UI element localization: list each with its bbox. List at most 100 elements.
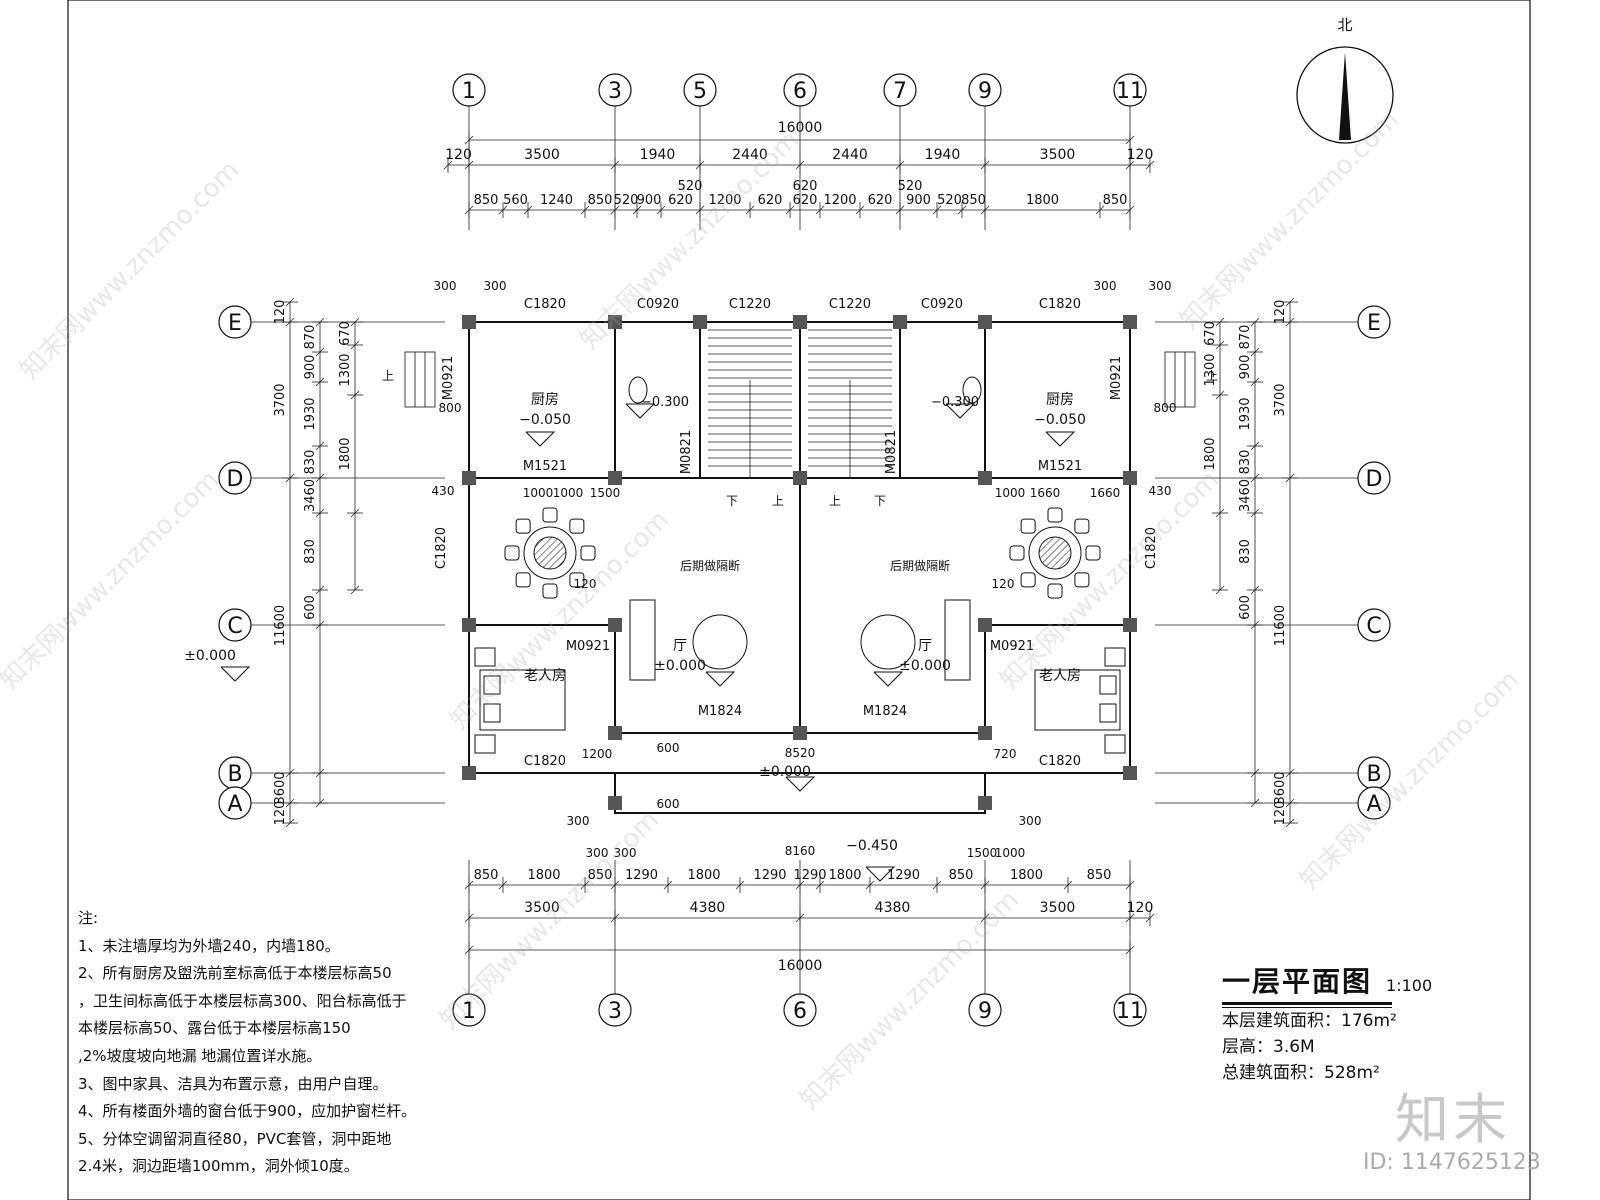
dimension-label: 2440 [832, 147, 868, 163]
dimension-label: 1800 [1010, 868, 1043, 883]
dimension-label: 300 [434, 279, 457, 293]
column [462, 618, 476, 632]
window-label: C1820 [1144, 527, 1159, 569]
axis-label-bottom: 1 [462, 999, 476, 1024]
axis-bubble-bottom [1113, 993, 1147, 1027]
dimension-label: 620 [668, 193, 693, 208]
axis-label-top: 7 [893, 79, 907, 104]
dimension-label: 520 [937, 193, 962, 208]
axis-label-bottom: 9 [978, 999, 992, 1024]
structural-columns [462, 315, 1137, 810]
axis-bubble-bottom [598, 993, 632, 1027]
toilet-right [962, 376, 982, 404]
column [978, 726, 992, 740]
note-line: 本楼层标高50、露台低于本楼层标高150 [78, 1019, 351, 1038]
axis-label-top: 11 [1116, 79, 1144, 104]
stair-direction: 下 [726, 494, 738, 508]
note-line: 5、分体空调留洞直径80，PVC套管，洞中距地 [78, 1129, 392, 1148]
door-label: M0921 [1109, 356, 1124, 400]
dimension-label: 850 [961, 193, 986, 208]
dimension-label: 1000 [995, 846, 1026, 860]
dimension-label: 300 [484, 279, 507, 293]
window-label: C1820 [524, 297, 566, 312]
dimension-label: 1290 [793, 868, 826, 883]
coffee-table-left [692, 614, 748, 670]
door-label: M0821 [679, 430, 694, 474]
dimension-label: 850 [588, 193, 613, 208]
dimension-label: 300 [567, 814, 590, 828]
dimension-label: 120 [273, 300, 288, 325]
dimension-label: 120 [445, 147, 472, 163]
dimension-label: 2440 [732, 147, 768, 163]
dimension-label: 3700 [273, 383, 288, 416]
dimension-label: 1290 [753, 868, 786, 883]
door-label: M0921 [441, 356, 456, 400]
dining-chair [1074, 572, 1090, 588]
axis-label-top: 5 [693, 79, 707, 104]
dimension-label: 1000 [523, 486, 554, 500]
dimension-label: 1800 [828, 868, 861, 883]
column [978, 315, 992, 329]
stat-floor-height: 层高：3.6M [1222, 1037, 1315, 1057]
door-label: M1824 [698, 704, 742, 719]
grid-lines [251, 106, 1358, 994]
column [793, 315, 807, 329]
dining-chair [504, 545, 520, 561]
bath-elevation: −0.300 [641, 395, 689, 410]
axis-label-right: D [1366, 467, 1383, 492]
axis-label-right: C [1366, 614, 1381, 639]
dimension-label: 3500 [524, 147, 560, 163]
room-name: 老人房 [524, 668, 566, 684]
stat-floor-area: 本层建筑面积：176m² [1222, 1011, 1397, 1031]
column [978, 471, 992, 485]
axis-label-left: E [228, 311, 242, 336]
room-name: 厅 [673, 638, 687, 654]
site-elevation: ±0.000 [184, 648, 236, 664]
column [1123, 315, 1137, 329]
dining-chair [542, 507, 558, 523]
dimension-label: 1000 [995, 486, 1026, 500]
dimension-label: 620 [793, 193, 818, 208]
axis-bubble-bottom [452, 993, 486, 1027]
dimension-label: 620 [793, 179, 818, 194]
axis-bubble-top [968, 73, 1002, 107]
side-steps [404, 351, 1196, 408]
elevation-markers [220, 403, 1076, 882]
drawing-title: 一层平面图 [1222, 965, 1373, 998]
dimension-label: 120 [1273, 801, 1288, 826]
dimension-label: 900 [906, 193, 931, 208]
column [608, 726, 622, 740]
elevation-mark [873, 671, 904, 687]
axis-bubble-top [1113, 73, 1147, 107]
dining-chair [1020, 518, 1036, 534]
dimension-label: 3600 [273, 771, 288, 804]
axis-label-left: D [227, 467, 244, 492]
note-line: 4、所有楼面外墙的窗台低于900，应加护窗栏杆。 [78, 1102, 417, 1121]
axis-label-left: C [227, 614, 242, 639]
dimension-label: 600 [303, 595, 318, 620]
dimension-label: 8520 [785, 746, 816, 760]
bath-elevation: −0.300 [931, 395, 979, 410]
stair-direction: 上 [382, 369, 394, 383]
dimension-label: 1000 [553, 486, 584, 500]
dimension-label: 870 [1238, 325, 1253, 350]
dining-chair [515, 518, 531, 534]
dimension-label: 850 [949, 868, 974, 883]
axis-label-right: A [1366, 792, 1381, 817]
dining-chair [1085, 545, 1101, 561]
window-label: C1820 [524, 754, 566, 769]
axis-bubble-bottom [783, 993, 817, 1027]
column [893, 315, 907, 329]
sofa-right [944, 599, 971, 681]
dimension-label: 120 [1127, 900, 1154, 916]
room-elevation: −0.050 [519, 412, 571, 428]
toilet-left [628, 376, 648, 404]
dimension-label: 4380 [690, 900, 726, 916]
axis-bubble-top [598, 73, 632, 107]
axis-bubble-right [1357, 786, 1391, 820]
dimension-label: 520 [678, 179, 703, 194]
dimension-label: 120 [992, 577, 1015, 591]
axis-bubble-top [683, 73, 717, 107]
